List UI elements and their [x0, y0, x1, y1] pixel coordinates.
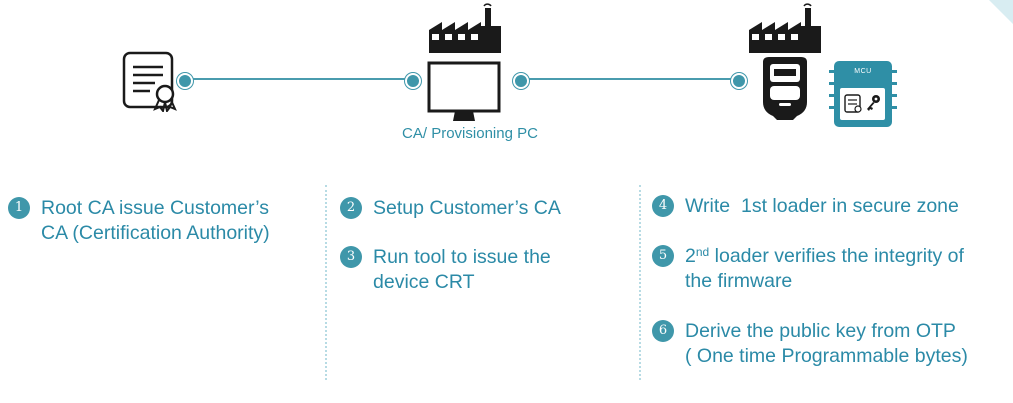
smart-meter-icon	[763, 57, 807, 120]
step-number-badge: 1	[8, 197, 30, 219]
step-text-superscript: nd	[695, 245, 710, 259]
step-text-line: CA (Certification Authority)	[41, 222, 270, 244]
step-text-rest: loader verifies the integrity of	[709, 245, 964, 267]
step-number-badge: 2	[340, 197, 362, 219]
monitor-icon	[427, 61, 501, 121]
step-text-line: Run tool to issue the	[373, 246, 551, 268]
step-text: 2nd loader verifies the integrity of the…	[685, 244, 964, 294]
flow-line-2	[519, 78, 737, 80]
step-number-badge: 6	[652, 320, 674, 342]
step-text-line: device CRT	[373, 271, 475, 293]
step-text-line: Setup Customer’s CA	[373, 197, 561, 219]
step-text: Write 1st loader in secure zone	[685, 194, 959, 219]
column-separator	[639, 185, 641, 380]
step-number-badge: 5	[652, 245, 674, 267]
step-text-line: the firmware	[685, 270, 793, 292]
step-text-line: Root CA issue Customer’s	[41, 197, 269, 219]
connector-dot	[731, 73, 747, 89]
step-text: Run tool to issue the device CRT	[373, 245, 551, 295]
key-icon	[867, 95, 880, 111]
certificate-icon	[844, 94, 862, 113]
step-text-line: 2nd loader verifies the integrity of	[685, 244, 964, 269]
mcu-label: MCU	[854, 68, 872, 75]
connector-dot	[177, 73, 193, 89]
step-text: Derive the public key from OTP ( One tim…	[685, 319, 968, 369]
step-text-line: ( One time Programmable bytes)	[685, 345, 968, 367]
factory-icon	[749, 3, 821, 53]
step-text: Setup Customer’s CA	[373, 196, 561, 221]
diagram-caption: CA/ Provisioning PC	[402, 125, 538, 142]
flow-line-1	[185, 78, 411, 80]
corner-decoration	[989, 0, 1013, 24]
step-number-badge: 3	[340, 246, 362, 268]
column-separator	[325, 185, 327, 380]
step-text-line: Write 1st loader in secure zone	[685, 195, 959, 217]
certificate-icon	[122, 51, 177, 112]
step-text-prefix: 2	[685, 245, 696, 267]
connector-dot	[513, 73, 529, 89]
step-text-line: Derive the public key from OTP	[685, 320, 956, 342]
connector-dot	[405, 73, 421, 89]
factory-icon	[429, 3, 501, 53]
step-number-badge: 4	[652, 195, 674, 217]
step-text: Root CA issue Customer’s CA (Certificati…	[41, 196, 270, 246]
